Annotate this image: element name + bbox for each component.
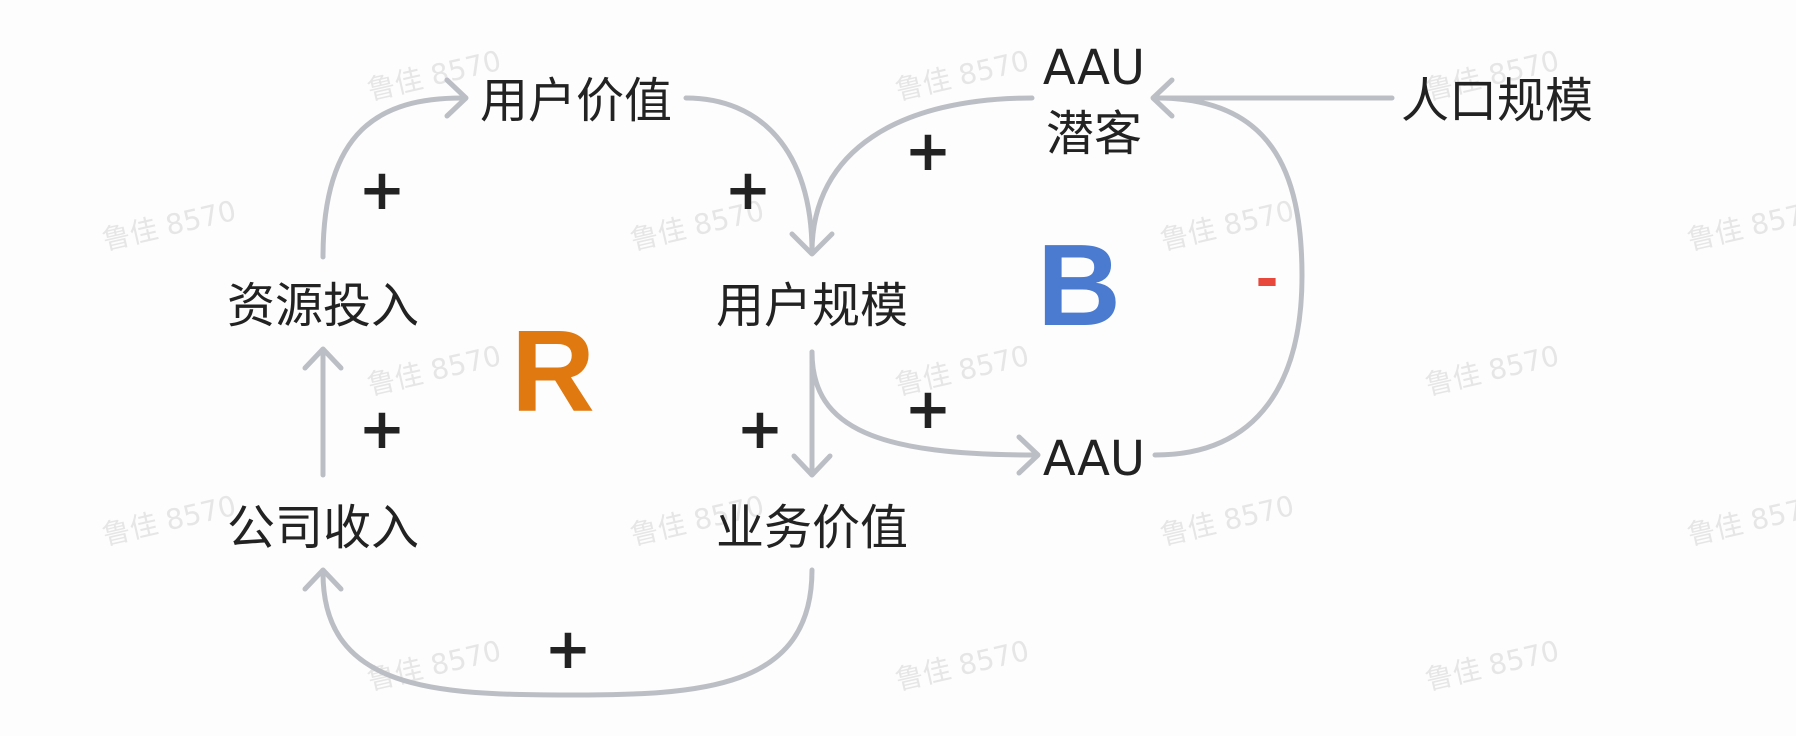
polarity-plus: + — [905, 119, 952, 184]
balancing-loop-label: B — [1037, 220, 1121, 350]
edge-user-scale-to-aau — [809, 349, 1041, 476]
polarity-layer: + + + + + + + - — [359, 119, 1279, 682]
polarity-plus: + — [737, 397, 784, 462]
polarity-plus: + — [725, 158, 772, 223]
watermark: 鲁佳 8570 — [364, 339, 504, 402]
node-aau: AAU — [1043, 431, 1145, 487]
watermark: 鲁佳 8570 — [99, 489, 239, 552]
watermark: 鲁佳 8570 — [99, 194, 239, 257]
node-company-revenue: 公司收入 — [227, 500, 419, 556]
edge-population-to-potential — [1150, 77, 1395, 119]
node-layer: 用户价值 资源投入 公司收入 用户规模 业务价值 AAU 潜客 AAU 人口规模 — [227, 40, 1593, 556]
reinforcing-loop-label: R — [511, 306, 595, 436]
edge-business-value-to-revenue — [302, 567, 815, 698]
node-business-value: 业务价值 — [716, 500, 908, 556]
watermark: 鲁佳 8570 — [1684, 489, 1796, 552]
edge-layer — [302, 77, 1395, 698]
watermark: 鲁佳 8570 — [1157, 489, 1297, 552]
node-user-scale: 用户规模 — [716, 278, 908, 334]
polarity-minus: - — [1255, 247, 1278, 312]
watermark: 鲁佳 8570 — [1422, 634, 1562, 697]
edge-potential-to-user-scale — [809, 95, 1035, 255]
edge-resource-to-user-value — [320, 77, 469, 260]
watermark: 鲁佳 8570 — [1422, 339, 1562, 402]
edge-revenue-to-resource — [302, 346, 344, 478]
node-aau-potential-line1: AAU — [1043, 40, 1145, 96]
watermark: 鲁佳 8570 — [892, 634, 1032, 697]
node-population: 人口规模 — [1401, 73, 1593, 129]
node-user-value: 用户价值 — [480, 73, 672, 129]
polarity-plus: + — [545, 617, 592, 682]
polarity-plus: + — [359, 158, 406, 223]
loop-layer: R B — [511, 220, 1121, 436]
edge-aau-to-potential — [1152, 95, 1305, 458]
node-aau-potential-line2: 潜客 — [1046, 106, 1142, 162]
polarity-plus: + — [905, 377, 952, 442]
node-resource-input: 资源投入 — [227, 278, 419, 334]
polarity-plus: + — [359, 397, 406, 462]
watermark: 鲁佳 8570 — [1684, 194, 1796, 257]
